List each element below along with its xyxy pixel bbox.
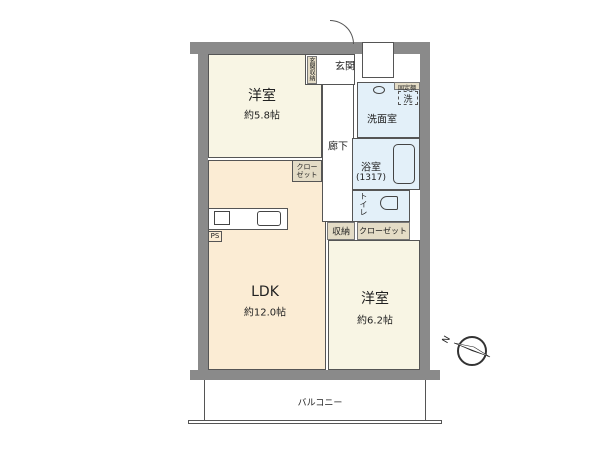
washroom-label: 洗面室	[367, 114, 397, 126]
bathroom	[352, 138, 420, 190]
storage	[327, 222, 355, 240]
bathtub-icon	[393, 144, 415, 184]
room-ldk-name: LDK	[251, 284, 279, 300]
front-door[interactable]	[330, 20, 354, 44]
sink-icon	[257, 211, 281, 226]
washbasin-icon	[373, 86, 385, 94]
storage-label: 収納	[331, 227, 351, 238]
wall-right	[420, 42, 430, 378]
room-western-1-name: 洋室	[248, 88, 276, 104]
fixed-shelf: 固定棚	[394, 82, 420, 92]
wall-left	[198, 42, 208, 378]
room-western-2	[328, 240, 420, 370]
room-western-1	[208, 54, 322, 158]
balcony	[204, 380, 426, 420]
bathroom-name: 浴室	[361, 162, 381, 174]
entrance-storage: 玄関収納	[307, 56, 317, 84]
closet-small-label: クローゼット	[296, 163, 318, 179]
room-western-2-size: 約6.2帖	[357, 315, 393, 327]
washer-space: 洗	[398, 91, 418, 105]
ps-box: PS	[208, 231, 222, 242]
closet	[357, 222, 410, 240]
wall-top	[190, 42, 430, 54]
hallway-label: 廊下	[328, 141, 348, 153]
room-western-2-name: 洋室	[361, 291, 389, 307]
closet-small	[292, 160, 322, 182]
bathroom-size: (1317)	[356, 173, 386, 183]
balcony-label: バルコニー	[297, 398, 343, 409]
room-ldk-size: 約12.0帖	[243, 307, 287, 319]
wall-bottom	[190, 370, 440, 380]
compass-icon	[453, 336, 491, 366]
stove-icon	[214, 211, 230, 225]
entrance-label: 玄関	[335, 61, 355, 73]
hallway	[322, 84, 354, 222]
alcove	[362, 42, 394, 78]
room-ldk	[208, 160, 326, 370]
balcony-rail	[188, 420, 442, 424]
toilet-icon	[380, 196, 398, 210]
room-western-1-size: 約5.8帖	[244, 110, 280, 122]
closet-label: クローゼット	[359, 226, 407, 236]
toilet-label: トイレ	[359, 192, 368, 216]
